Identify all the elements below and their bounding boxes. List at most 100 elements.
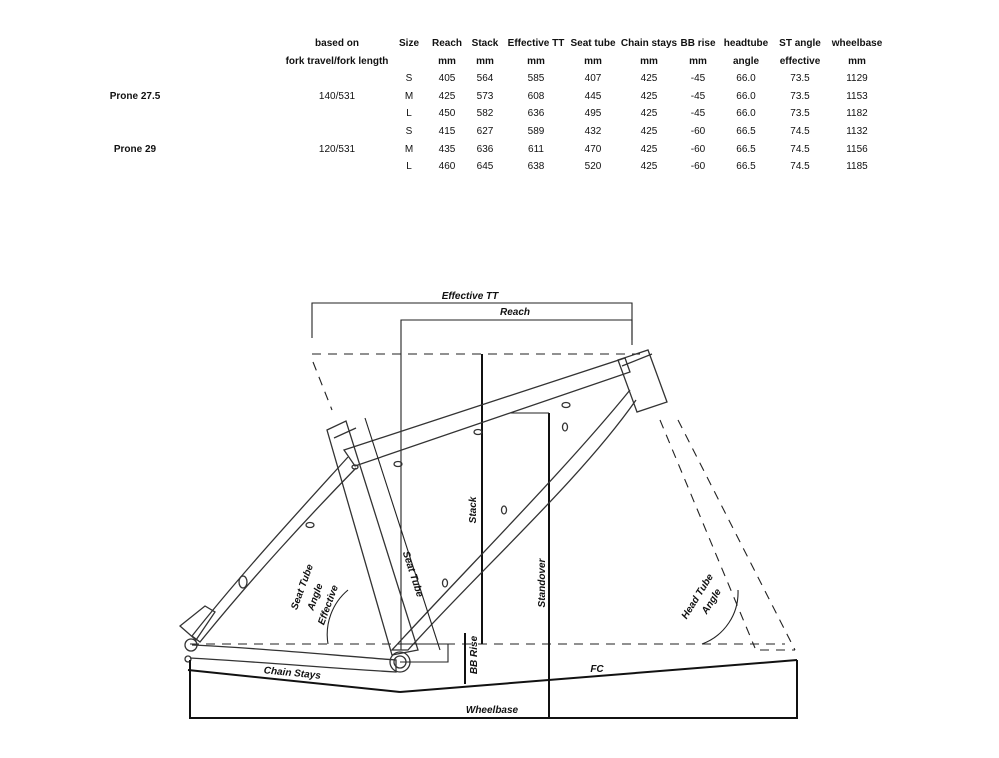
table-cell: 73.5 <box>790 91 810 102</box>
table-cell: 425 <box>640 144 658 155</box>
reach-dimension: Reach <box>400 307 633 650</box>
table-cell: S <box>405 126 413 137</box>
table-cell: 66.5 <box>736 126 756 137</box>
rear-axle <box>184 638 198 652</box>
seat-tube-angle: Seat Tube Angle Effective <box>289 562 349 645</box>
table-cell: 1132 <box>846 126 868 137</box>
table-cell: 432 <box>584 126 602 137</box>
column-header-unit: fork travel/fork length <box>285 56 389 67</box>
chain-stays-dimension: Chain Stays <box>187 665 401 693</box>
fork-spec: 120/531 <box>318 144 356 155</box>
table-cell: 425 <box>640 73 658 84</box>
column-header: ST angle <box>779 38 821 49</box>
table-cell: 564 <box>476 73 494 84</box>
seat-tube-label: Seat Tube <box>400 550 425 599</box>
table-cell: 1129 <box>846 73 868 84</box>
table-cell: 1153 <box>846 91 868 102</box>
table-cell: M <box>404 144 414 155</box>
bb-rise-label: BB Rise <box>469 635 480 674</box>
head-tube-axis <box>659 419 796 651</box>
table-cell: 73.5 <box>790 73 810 84</box>
table-cell: 66.0 <box>736 108 756 119</box>
table-cell: 74.5 <box>790 161 810 172</box>
column-header: Reach <box>431 38 463 49</box>
column-header-unit: mm <box>848 56 866 67</box>
down-tube <box>390 389 637 651</box>
model-name: Prone 27.5 <box>109 91 161 102</box>
fc-label: FC <box>590 664 604 675</box>
table-cell: 425 <box>640 91 658 102</box>
table-cell: 608 <box>527 91 545 102</box>
table-cell: -60 <box>690 126 706 137</box>
column-header: based on <box>315 38 359 49</box>
fork-spec: 140/531 <box>318 91 356 102</box>
table-cell: 645 <box>476 161 494 172</box>
seat-tube <box>326 420 419 656</box>
column-header: Seat tube <box>570 38 616 49</box>
table-cell: M <box>404 91 414 102</box>
table-cell: -45 <box>690 91 706 102</box>
table-cell: L <box>406 108 412 119</box>
column-header-unit: mm <box>527 56 545 67</box>
head-tube-angle: Head Tube Angle <box>680 572 739 645</box>
standover-label: Standover <box>537 557 548 607</box>
table-cell: 66.0 <box>736 91 756 102</box>
dropout <box>178 605 216 641</box>
head-tube <box>617 349 668 413</box>
effective-tt-dimension: Effective TT <box>311 291 633 340</box>
table-cell: 582 <box>476 108 494 119</box>
table-cell: 74.5 <box>790 126 810 137</box>
table-cell: 611 <box>528 144 544 155</box>
table-cell: 425 <box>640 126 658 137</box>
table-cell: 425 <box>640 108 658 119</box>
table-cell: 1182 <box>846 108 868 119</box>
table-cell: 425 <box>640 161 658 172</box>
table-cell: 470 <box>584 144 602 155</box>
table-cell: -60 <box>690 161 706 172</box>
table-cell: 435 <box>438 144 456 155</box>
column-header: Effective TT <box>507 38 565 49</box>
table-cell: 460 <box>438 161 456 172</box>
table-cell: 445 <box>584 91 602 102</box>
table-cell: 74.5 <box>790 144 810 155</box>
table-cell: -45 <box>690 108 706 119</box>
model-name: Prone 29 <box>113 144 157 155</box>
wheelbase-dimension: Wheelbase <box>189 660 798 719</box>
table-cell: -45 <box>690 73 706 84</box>
bb-rise-dimension: BB Rise <box>400 633 480 684</box>
table-cell: 1156 <box>846 144 868 155</box>
table-cell: 407 <box>584 73 602 84</box>
table-cell: 585 <box>527 73 545 84</box>
stack-label: Stack <box>468 496 479 523</box>
frame-geometry-diagram: .frame { fill:none; stroke:#333; stroke-… <box>178 291 798 719</box>
table-cell: 638 <box>527 161 545 172</box>
table-cell: 520 <box>584 161 602 172</box>
table-cell: -60 <box>690 144 706 155</box>
table-cell: 425 <box>438 91 456 102</box>
table-cell: 66.5 <box>736 161 756 172</box>
column-header-unit: mm <box>689 56 707 67</box>
column-header-unit: angle <box>732 56 760 67</box>
wheelbase-label: Wheelbase <box>466 705 519 716</box>
column-header-unit: mm <box>476 56 494 67</box>
column-header: wheelbase <box>831 38 883 49</box>
column-header-unit: mm <box>438 56 456 67</box>
table-cell: 573 <box>476 91 494 102</box>
reach-label: Reach <box>500 307 530 318</box>
seat-tube-extension <box>312 361 333 411</box>
table-cell: 636 <box>476 144 494 155</box>
table-cell: 450 <box>438 108 456 119</box>
table-cell: 66.5 <box>736 144 756 155</box>
top-tube <box>342 357 631 467</box>
table-cell: 415 <box>438 126 456 137</box>
fc-dimension: FC <box>399 659 798 693</box>
column-header-unit: mm <box>640 56 658 67</box>
table-cell: L <box>406 161 412 172</box>
table-cell: 66.0 <box>736 73 756 84</box>
bike-frame <box>178 349 668 673</box>
column-header-unit: mm <box>584 56 602 67</box>
column-header: BB rise <box>680 38 716 49</box>
table-cell: 627 <box>476 126 494 137</box>
column-header-unit: effective <box>779 56 821 67</box>
